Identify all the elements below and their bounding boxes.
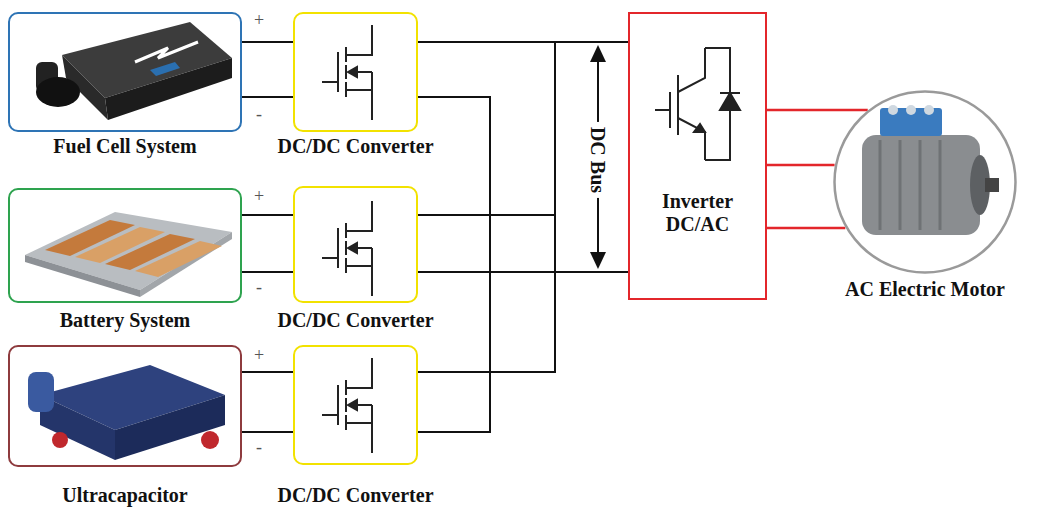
block-label: DC/DC Converter xyxy=(277,309,433,332)
igbt-symbol xyxy=(655,109,670,111)
bus-label: DC Bus xyxy=(588,122,608,198)
ultracapacitor-picture xyxy=(52,432,68,448)
ultracapacitor-picture xyxy=(201,431,219,449)
polarity-sign: + xyxy=(254,345,264,365)
fuel-cell-picture xyxy=(150,62,180,76)
mosfet-symbol xyxy=(322,25,372,120)
mosfet-symbol xyxy=(322,201,372,296)
mosfet-symbol xyxy=(348,400,357,410)
mosfet-symbol xyxy=(337,52,339,92)
source-box: Fuel Cell System xyxy=(8,12,242,132)
block-label: DC/DC Converter xyxy=(277,484,433,507)
mosfet-symbol xyxy=(346,266,372,296)
mosfet-symbol xyxy=(348,67,357,77)
igbt-symbol xyxy=(669,92,671,128)
source-box: Ultracapacitor xyxy=(8,345,242,467)
power-wire xyxy=(242,215,293,272)
polarity-sign: - xyxy=(256,104,262,124)
mosfet-symbol xyxy=(337,385,339,425)
ultracapacitor-picture xyxy=(28,365,225,460)
mosfet-symbol xyxy=(346,358,372,388)
mosfet-symbol xyxy=(346,25,372,55)
fuel-cell-picture xyxy=(135,42,198,62)
motor-picture xyxy=(879,140,882,230)
mosfet-symbol xyxy=(346,423,372,453)
igbt-symbol xyxy=(678,118,705,160)
block-label: Fuel Cell System xyxy=(53,135,196,158)
motor-picture xyxy=(906,105,916,115)
mosfet-symbol xyxy=(322,25,372,453)
battery-pack-picture xyxy=(25,212,232,290)
battery-pack-picture xyxy=(25,212,232,297)
converter-box: DC/DC Converter xyxy=(293,12,418,132)
motor-outline xyxy=(835,92,1016,273)
mosfet-symbol xyxy=(322,257,338,259)
mosfet-symbol xyxy=(371,248,373,266)
igbt-symbol xyxy=(678,48,705,92)
igbt-symbol xyxy=(655,48,740,160)
inverter-box: Inverter DC/AC xyxy=(628,12,767,300)
source-box: Battery System xyxy=(8,188,242,303)
motor-outline xyxy=(833,90,1017,274)
motor-picture xyxy=(899,140,902,230)
mosfet-symbol xyxy=(322,414,338,416)
dc-bus-arrow xyxy=(590,45,606,62)
igbt-symbol xyxy=(694,124,705,132)
motor-circle: AC Electric Motor xyxy=(833,90,1017,274)
motor-picture xyxy=(939,140,942,230)
motor-picture xyxy=(985,178,999,192)
motor-picture xyxy=(924,105,934,115)
polarity-sign: - xyxy=(256,437,262,457)
motor-picture xyxy=(919,140,922,230)
converter-box: DC/DC Converter xyxy=(293,345,418,465)
mosfet-symbol xyxy=(371,72,373,90)
ultracapacitor-picture xyxy=(28,372,54,412)
mosfet-symbol xyxy=(348,243,357,253)
converter-box: DC/DC Converter xyxy=(293,186,418,303)
ultracapacitor-picture xyxy=(115,395,225,460)
mosfet-symbol xyxy=(322,358,372,453)
block-label: Battery System xyxy=(60,309,191,332)
power-wire xyxy=(242,372,293,432)
polarity-sign: - xyxy=(256,277,262,297)
battery-pack-picture xyxy=(135,241,222,277)
mosfet-symbol xyxy=(346,90,372,120)
block-label: Ultracapacitor xyxy=(62,484,188,507)
igbt-symbol xyxy=(720,92,740,94)
motor-picture xyxy=(862,105,999,235)
block-title: Inverter DC/AC xyxy=(630,190,765,236)
power-wire xyxy=(418,42,628,272)
igbt-symbol xyxy=(705,48,730,93)
igbt-symbol xyxy=(677,75,679,135)
power-wire xyxy=(418,42,628,272)
block-label: AC Electric Motor xyxy=(845,278,1005,301)
power-wire xyxy=(418,42,628,432)
mosfet-symbol xyxy=(337,228,339,268)
block-label: DC/DC Converter xyxy=(277,135,433,158)
power-wire xyxy=(242,42,293,97)
mosfet-symbol xyxy=(371,405,373,423)
fuel-cell-picture xyxy=(36,22,232,120)
fuel-cell-picture xyxy=(105,58,232,120)
polarity-sign: + xyxy=(254,10,264,30)
polarity-sign: + xyxy=(254,186,264,206)
mosfet-symbol xyxy=(346,201,372,231)
motor-picture xyxy=(862,135,980,235)
mosfet-symbol xyxy=(322,81,338,83)
motor-picture xyxy=(888,105,898,115)
dc-bus-arrow xyxy=(590,252,606,269)
igbt-symbol xyxy=(705,110,730,160)
igbt-symbol xyxy=(720,93,740,110)
fuel-cell-picture xyxy=(36,77,80,107)
